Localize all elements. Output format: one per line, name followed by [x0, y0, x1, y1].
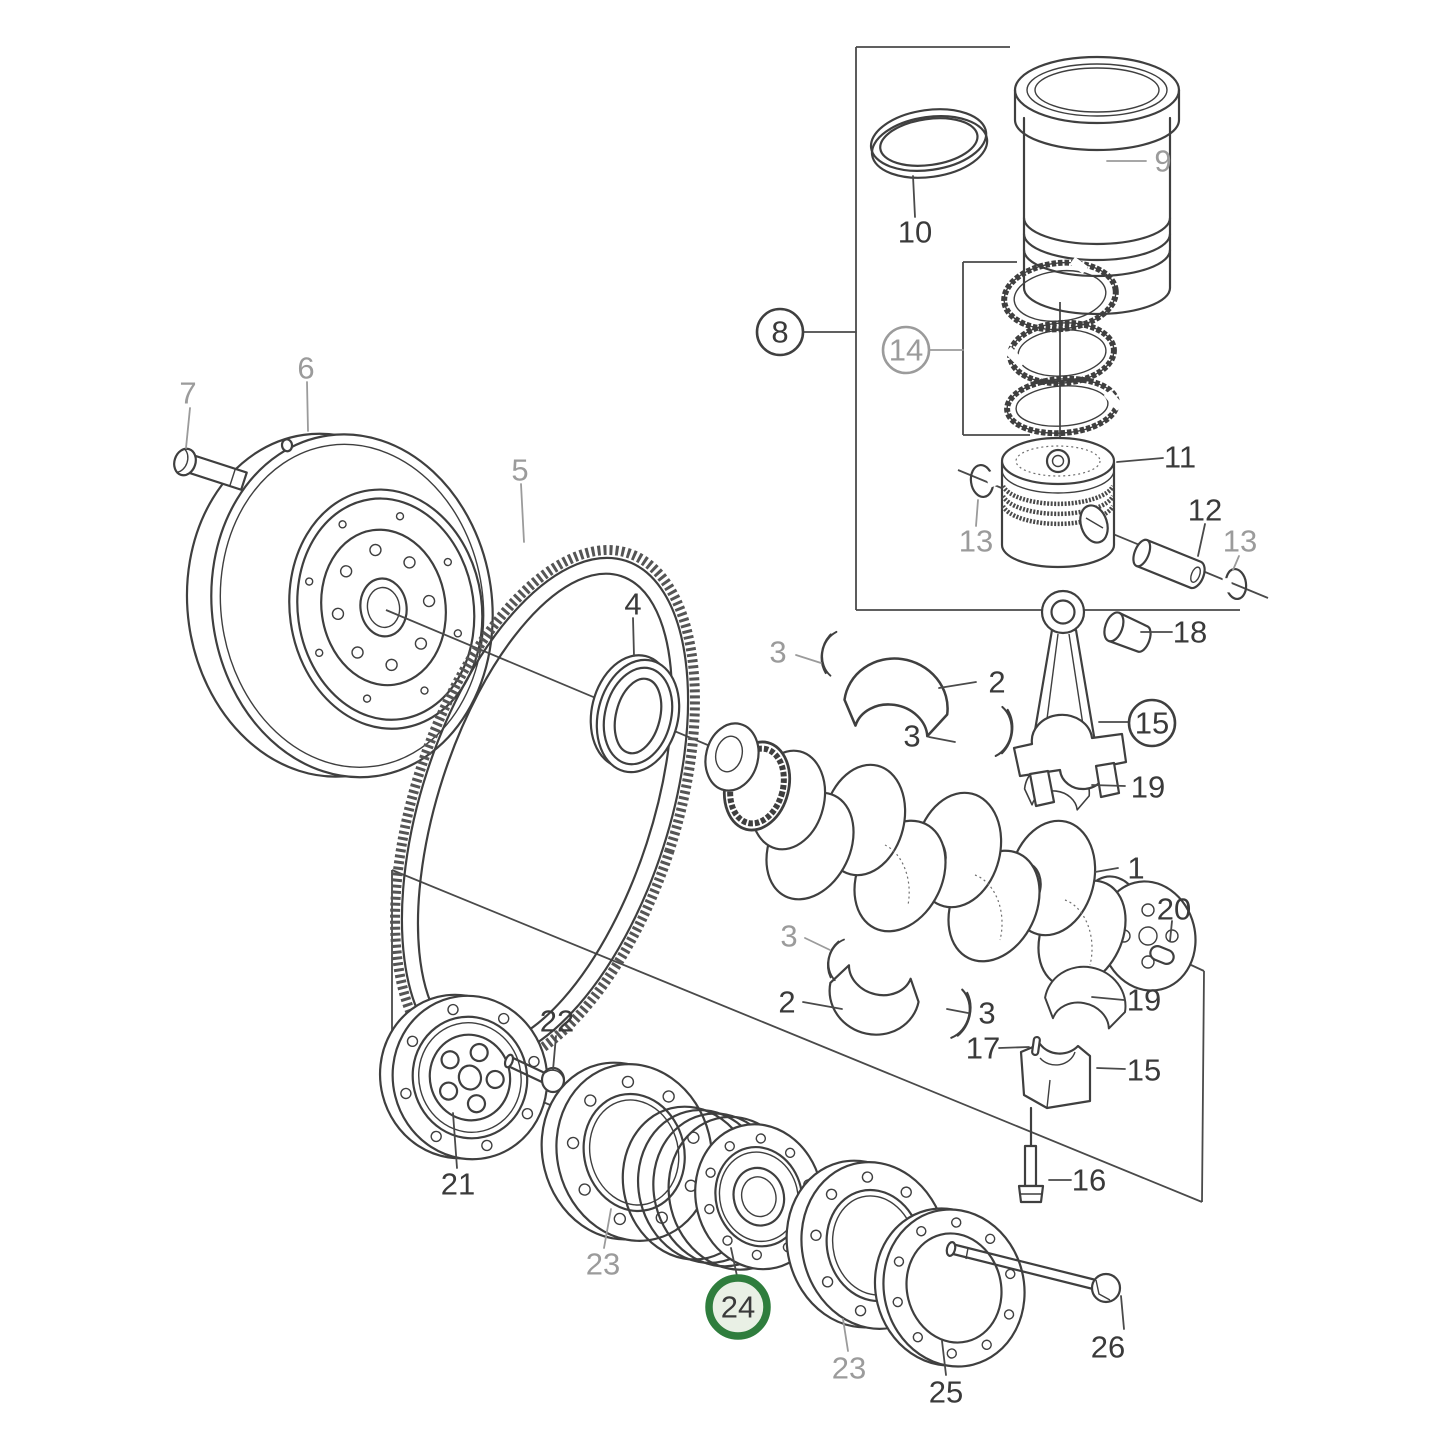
callout-23[interactable]: 23	[832, 1351, 866, 1386]
callout-26[interactable]: 26	[1091, 1330, 1125, 1365]
callout-ring-14[interactable]	[881, 325, 931, 375]
callout-13[interactable]: 13	[1223, 524, 1257, 559]
piston-drawing	[1000, 436, 1116, 569]
callout-3[interactable]: 3	[903, 719, 920, 754]
crank-dowel-pin-20	[1149, 945, 1175, 965]
callout-8[interactable]: 8	[771, 315, 788, 350]
callout-12[interactable]: 12	[1188, 493, 1222, 528]
callout-4[interactable]: 4	[624, 587, 641, 622]
callout-20[interactable]: 20	[1157, 892, 1191, 927]
callout-6[interactable]: 6	[297, 351, 314, 386]
pulley-plate-25-drawing	[873, 1207, 1026, 1368]
callout-15[interactable]: 15	[1135, 706, 1169, 741]
callout-19[interactable]: 19	[1127, 983, 1161, 1018]
callout-24[interactable]: 24	[721, 1290, 755, 1325]
piston-ring-drawings	[1001, 256, 1124, 437]
callout-9[interactable]: 9	[1154, 144, 1171, 179]
callout-7[interactable]: 7	[179, 376, 196, 411]
callout-ring-8[interactable]	[755, 307, 805, 357]
piston-pin-drawing	[1132, 538, 1206, 590]
leader-lines	[185, 160, 1240, 1376]
oil-seal-drawing	[589, 654, 681, 774]
liner-oring-drawing	[869, 108, 989, 179]
callout-11[interactable]: 11	[1164, 440, 1196, 475]
crankshaft-drawing	[704, 722, 1197, 992]
callout-2[interactable]: 2	[778, 985, 795, 1020]
callout-21[interactable]: 21	[441, 1167, 475, 1202]
callout-18[interactable]: 18	[1173, 615, 1207, 650]
flywheel-bolt-drawing	[173, 447, 248, 491]
callout-13[interactable]: 13	[959, 524, 993, 559]
callout-ring-24[interactable]	[705, 1274, 771, 1340]
callout-2[interactable]: 2	[988, 665, 1005, 700]
callout-23[interactable]: 23	[586, 1247, 620, 1282]
callout-19[interactable]: 19	[1131, 770, 1165, 805]
dowel-pin-17-drawing	[1031, 1035, 1041, 1057]
callout-ring-15[interactable]	[1127, 698, 1177, 748]
cap-bolt-16-drawing	[1017, 1106, 1045, 1204]
callout-25[interactable]: 25	[929, 1375, 963, 1410]
pulley-bolt-26-drawing	[945, 1241, 1122, 1304]
main-bearing-lower-drawings	[818, 936, 977, 1047]
callout-3[interactable]: 3	[978, 996, 995, 1031]
rod-bushing-drawing	[1103, 611, 1152, 653]
callout-14[interactable]: 14	[889, 333, 923, 368]
callout-3[interactable]: 3	[780, 919, 797, 954]
callout-22[interactable]: 22	[540, 1004, 574, 1039]
callout-15[interactable]: 15	[1127, 1053, 1161, 1088]
callout-16[interactable]: 16	[1072, 1163, 1106, 1198]
callout-3[interactable]: 3	[769, 635, 786, 670]
damper-hub-drawing	[378, 993, 549, 1161]
connecting-rod-drawing	[1012, 589, 1128, 808]
bearing-cap-drawing	[1019, 1042, 1092, 1110]
callout-10[interactable]: 10	[898, 215, 932, 250]
callout-5[interactable]: 5	[511, 453, 528, 488]
callout-1[interactable]: 1	[1127, 851, 1144, 886]
flywheel-drawing	[185, 432, 494, 779]
callout-17[interactable]: 17	[966, 1031, 1000, 1066]
cylinder-liner-drawing	[1013, 55, 1181, 316]
